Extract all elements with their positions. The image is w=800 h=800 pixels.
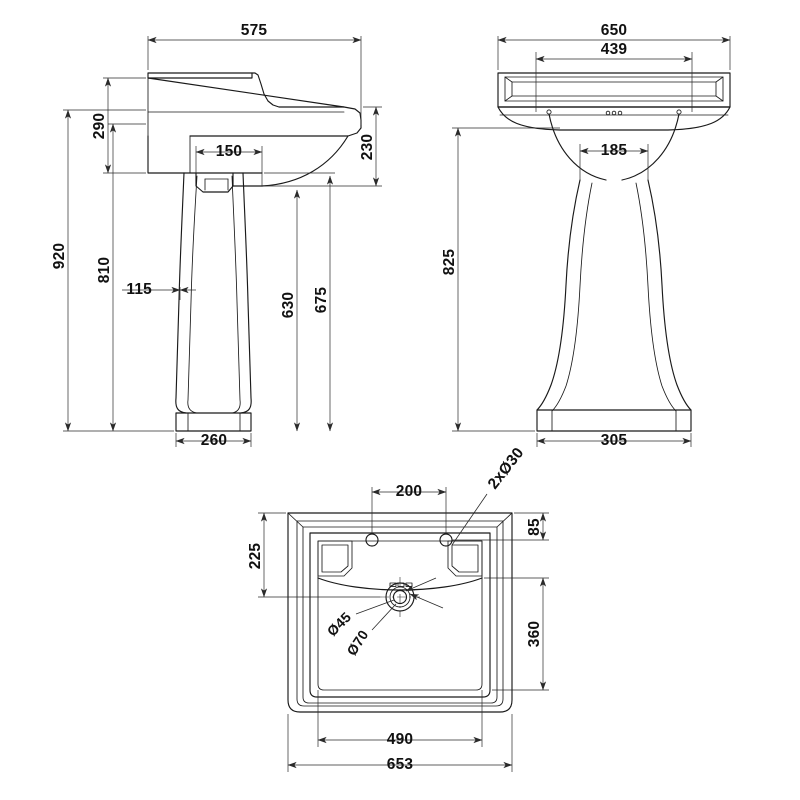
dim-side-230: 230 (264, 106, 382, 187)
dim-label-490: 490 (387, 731, 413, 748)
dim-label-439: 439 (601, 41, 628, 58)
callout-waste-70: Ø70 (343, 593, 444, 658)
dim-label-920: 920 (51, 243, 68, 269)
dim-side-260: 260 (175, 432, 252, 449)
dim-label-810: 810 (96, 257, 113, 283)
dim-label-185: 185 (601, 142, 628, 159)
dim-side-920: 920 (51, 109, 174, 432)
dim-plan-200: 200 (371, 483, 447, 534)
dim-label-305: 305 (601, 432, 628, 449)
dim-plan-360: 360 (484, 577, 549, 691)
dim-side-115: 115 (122, 281, 196, 300)
dim-side-630: 630 (280, 189, 301, 432)
dim-label-200: 200 (396, 483, 422, 500)
dim-side-810: 810 (96, 123, 146, 432)
dim-label-675: 675 (313, 287, 330, 314)
dim-label-230: 230 (359, 134, 376, 160)
dim-label-260: 260 (201, 432, 227, 449)
front-pedestal-outline (536, 179, 692, 432)
dim-label-630: 630 (280, 292, 297, 318)
side-elevation-view: 575 290 920 810 115 (51, 22, 382, 449)
dim-label-85: 85 (526, 518, 543, 536)
dim-label-D45: Ø45 (324, 609, 354, 639)
dim-side-290: 290 (91, 77, 146, 174)
dim-side-675: 675 (264, 172, 335, 432)
callout-waste-45: Ø45 (324, 577, 437, 639)
dim-label-653: 653 (387, 756, 414, 773)
dim-label-575: 575 (241, 22, 268, 39)
side-pedestal-outline (175, 172, 252, 432)
dim-front-439: 439 (535, 41, 693, 112)
dim-front-305: 305 (536, 432, 692, 449)
dim-side-150: 150 (195, 143, 263, 186)
plan-view: 200 2xØ30 225 85 360 (247, 445, 549, 773)
dim-front-650: 650 (497, 22, 731, 70)
dim-side-575: 575 (147, 22, 362, 125)
side-basin-outline (147, 72, 362, 193)
dim-front-825: 825 (441, 127, 560, 432)
dim-label-825: 825 (441, 249, 458, 276)
callout-tap-holes: 2xØ30 (451, 445, 528, 546)
dim-label-650: 650 (601, 22, 627, 39)
plan-basin-outline (287, 512, 513, 713)
dim-label-225: 225 (247, 543, 264, 570)
dim-plan-225: 225 (247, 512, 380, 598)
dim-plan-85: 85 (452, 512, 549, 541)
dim-plan-653: 653 (287, 714, 513, 773)
dim-label-290: 290 (91, 113, 108, 139)
dim-plan-490: 490 (317, 690, 483, 748)
dim-label-360: 360 (526, 621, 543, 647)
dim-label-2xD30: 2xØ30 (485, 445, 528, 493)
front-basin-outline (497, 72, 731, 181)
dim-label-D70: Ø70 (343, 627, 371, 658)
dim-label-150: 150 (216, 143, 242, 160)
dim-front-185: 185 (579, 142, 649, 180)
dim-label-115: 115 (126, 281, 152, 298)
front-elevation-view: 650 439 825 185 305 (441, 22, 731, 449)
